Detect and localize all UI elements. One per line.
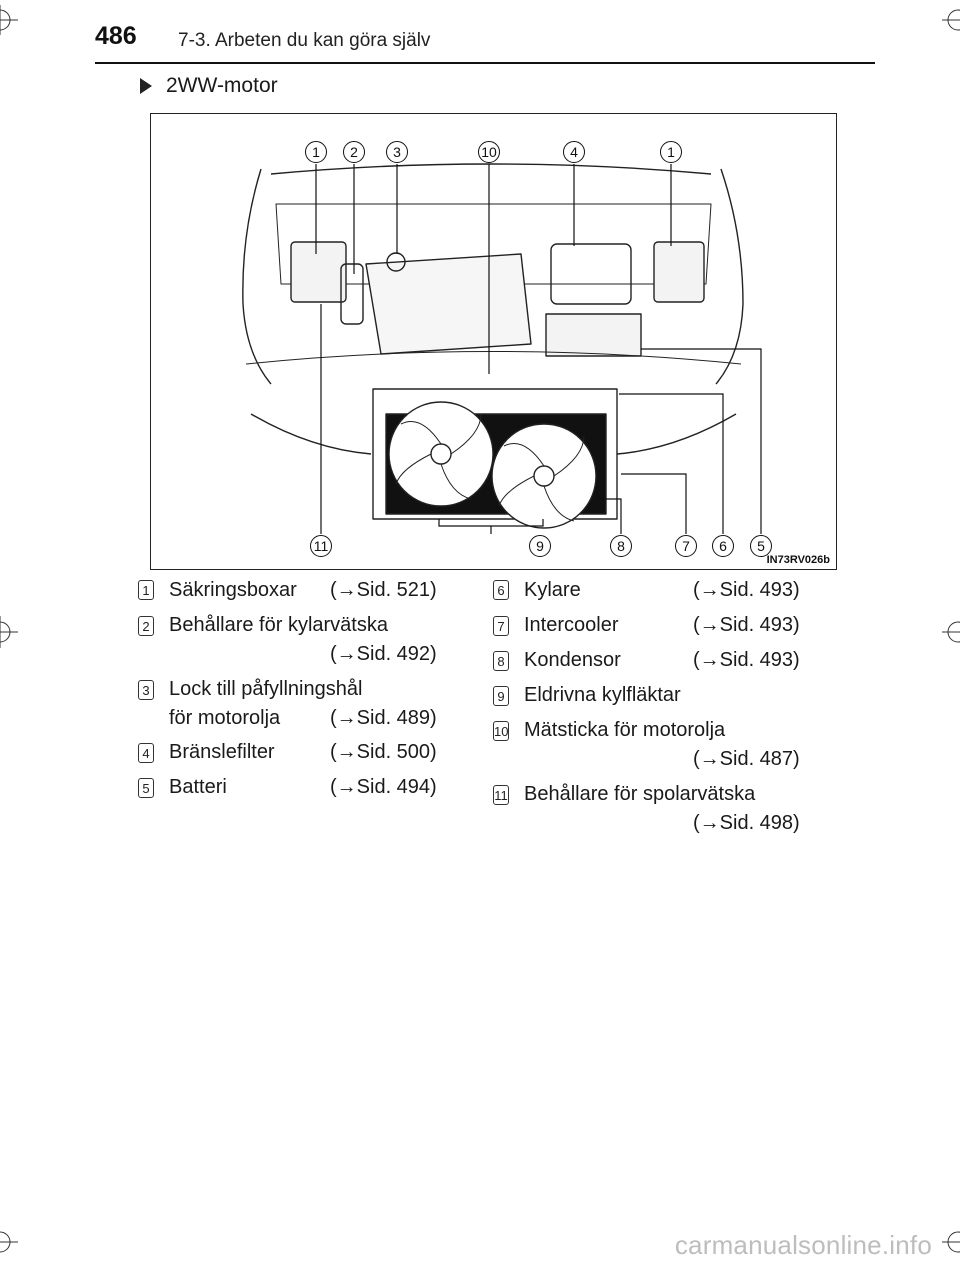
legend-number: 10 <box>493 721 509 741</box>
callout-bottom-6: 6 <box>712 535 734 557</box>
legend-number: 11 <box>493 785 509 805</box>
callout-top-1b: 1 <box>660 141 682 163</box>
legend-label: Mätsticka för motorolja <box>524 719 726 741</box>
section-title: 7-3. Arbeten du kan göra själv <box>178 30 431 51</box>
legend-page-ref: (→Sid. 487) <box>693 748 800 770</box>
subsection-title: 2WW-motor <box>166 74 278 97</box>
header-rule <box>95 62 875 64</box>
legend-label: Intercooler <box>524 614 619 636</box>
callout-bottom-7: 7 <box>675 535 697 557</box>
legend-number: 8 <box>493 651 509 671</box>
bullet-triangle-icon <box>140 78 152 94</box>
legend-label: Säkringsboxar <box>169 579 297 601</box>
page-number: 486 <box>95 22 137 50</box>
legend-page-ref: (→Sid. 500) <box>330 741 437 763</box>
legend-label: Batteri <box>169 776 227 798</box>
legend-label: Kondensor <box>524 649 621 671</box>
callout-top-1: 1 <box>305 141 327 163</box>
legend-number: 2 <box>138 616 154 636</box>
legend-page-ref: (→Sid. 492) <box>330 643 437 665</box>
callout-bottom-9: 9 <box>529 535 551 557</box>
figure-code: IN73RV026b <box>766 554 830 566</box>
legend-number: 5 <box>138 778 154 798</box>
callout-top-10: 10 <box>478 141 500 163</box>
callout-top-4: 4 <box>563 141 585 163</box>
legend-number: 7 <box>493 616 509 636</box>
legend-number: 3 <box>138 680 154 700</box>
legend-label: Eldrivna kylfläktar <box>524 684 681 706</box>
legend-number: 4 <box>138 743 154 763</box>
watermark: carmanualsonline.info <box>674 1230 932 1260</box>
legend-page-ref: (→Sid. 489) <box>330 707 437 729</box>
callout-top-2: 2 <box>343 141 365 163</box>
legend-label-cont: för motorolja <box>169 707 281 729</box>
callout-bottom-8: 8 <box>610 535 632 557</box>
legend-label: Bränslefilter <box>169 741 275 763</box>
legend-label: Behållare för kylarvätska <box>169 614 388 636</box>
legend-label: Kylare <box>524 579 581 601</box>
legend-page-ref: (→Sid. 494) <box>330 776 437 798</box>
callout-bottom-5: 5 <box>750 535 772 557</box>
legend-page-ref: (→Sid. 521) <box>330 579 437 601</box>
legend-label: Behållare för spolarvätska <box>524 783 756 805</box>
legend-number: 6 <box>493 580 509 600</box>
callout-bottom-11: 11 <box>310 535 332 557</box>
legend-number: 9 <box>493 686 509 706</box>
callout-top-3: 3 <box>386 141 408 163</box>
engine-illustration <box>242 163 762 534</box>
legend-page-ref: (→Sid. 493) <box>693 579 800 601</box>
legend-page-ref: (→Sid. 493) <box>693 649 800 671</box>
legend-label: Lock till påfyllningshål <box>169 678 363 700</box>
legend-page-ref: (→Sid. 498) <box>693 812 800 834</box>
engine-bay-figure: 1 2 3 10 4 1 11 9 8 7 6 5 IN73RV026b <box>150 113 837 570</box>
legend-page-ref: (→Sid. 493) <box>693 614 800 636</box>
subsection-heading: 2WW-motor <box>140 74 278 98</box>
legend-number: 1 <box>138 580 154 600</box>
